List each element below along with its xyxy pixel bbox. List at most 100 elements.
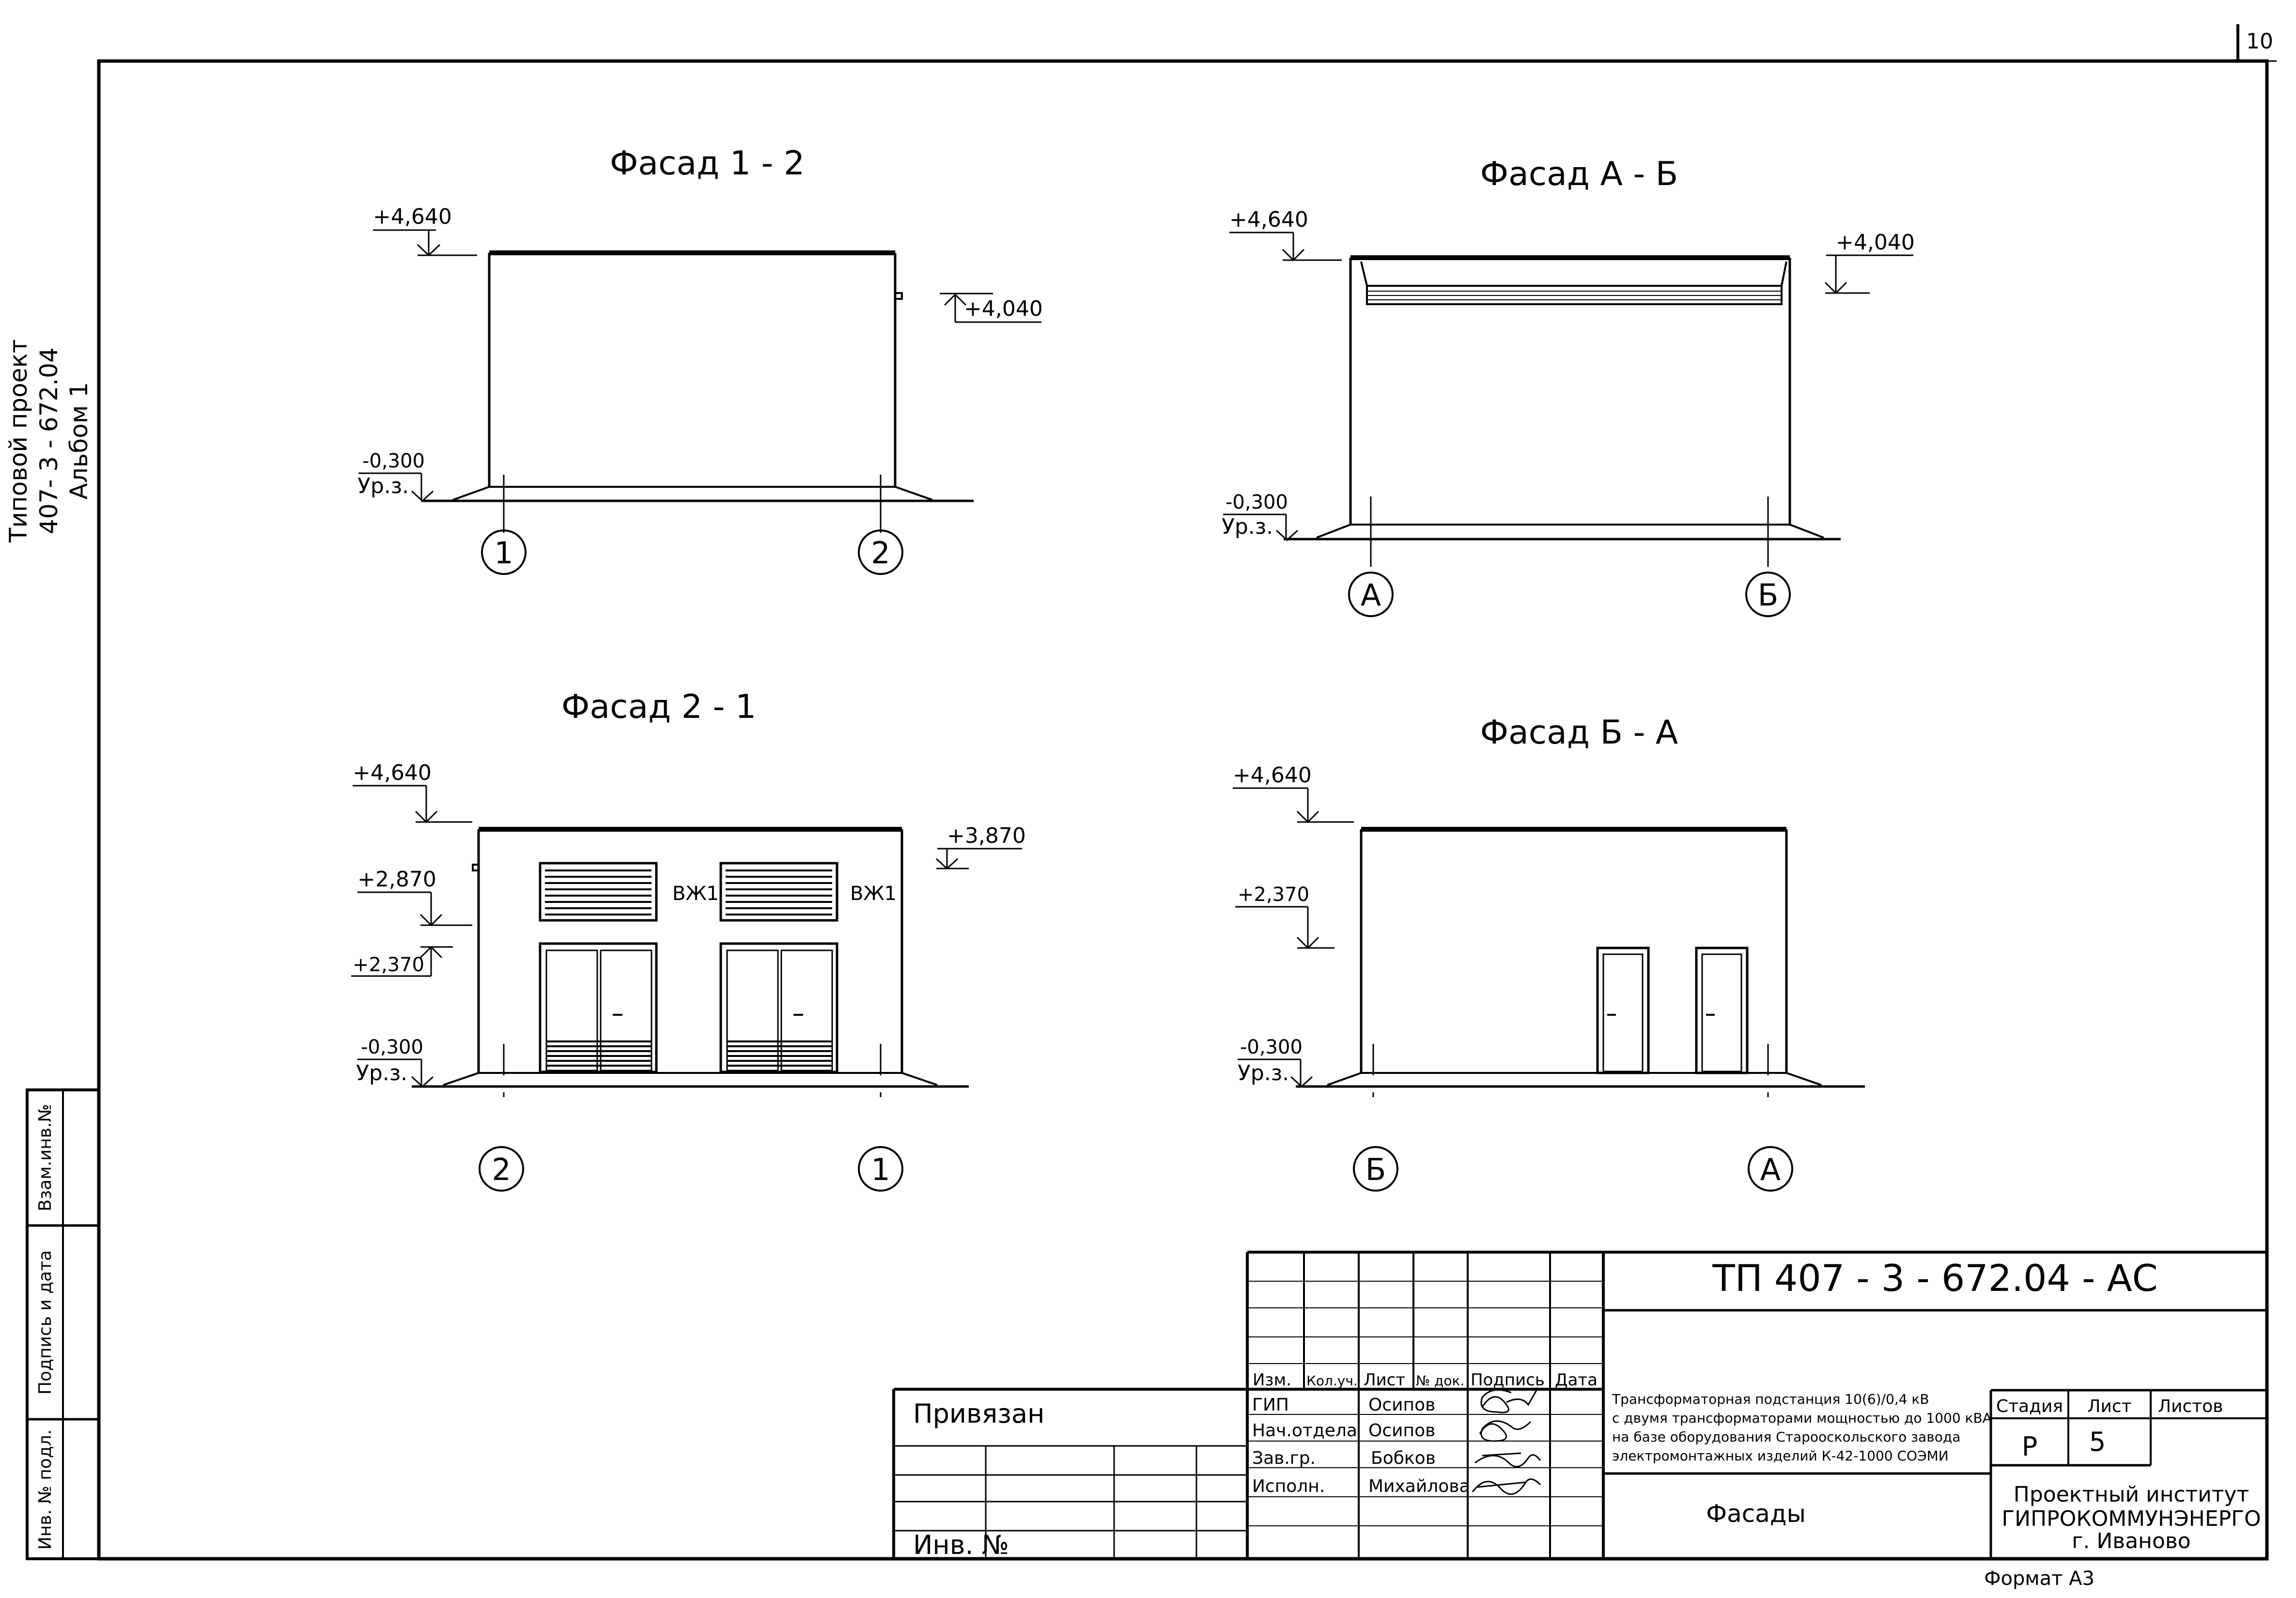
level-mark-2370: +2,370 bbox=[1235, 884, 1334, 949]
description-line: Трансформаторная подстанция 10(6)/0,4 кВ bbox=[1612, 1391, 1929, 1407]
facade-title: Фасад А - Б bbox=[1480, 155, 1678, 193]
axis-marker-2: 2 bbox=[479, 1146, 524, 1192]
louvre-grille-right bbox=[719, 862, 838, 922]
description-line: электромонтажных изделий К-42-1000 СОЭМИ bbox=[1612, 1448, 1949, 1464]
svg-text:+3,870: +3,870 bbox=[947, 823, 1026, 848]
svg-text:-0,300: -0,300 bbox=[1226, 491, 1288, 513]
col-header: Изм. bbox=[1253, 1370, 1291, 1390]
level-mark-4040: +4,040 bbox=[1824, 230, 1915, 295]
institute-line: г. Иваново bbox=[2072, 1529, 2190, 1553]
side-title-line-2: 407- 3 - 672.04 bbox=[35, 347, 63, 534]
svg-text:+4,640: +4,640 bbox=[1233, 763, 1312, 788]
name-gip: Осипов bbox=[1368, 1395, 1435, 1415]
axis-marker-1: 1 bbox=[858, 1146, 903, 1192]
svg-text:+4,640: +4,640 bbox=[353, 760, 432, 785]
building-outline bbox=[1284, 255, 1841, 567]
svg-text:+4,040: +4,040 bbox=[964, 296, 1043, 321]
building-outline bbox=[421, 250, 974, 533]
double-gate-left bbox=[539, 942, 658, 1073]
axis-marker-2: 2 bbox=[858, 529, 903, 575]
svg-text:+2,870: +2,870 bbox=[357, 867, 436, 892]
louvre-grille-left bbox=[539, 862, 658, 922]
canopy-vent bbox=[1360, 261, 1787, 305]
door-left bbox=[1596, 946, 1650, 1074]
description-line: с двумя трансформаторами мощностью до 10… bbox=[1612, 1410, 1992, 1426]
facade-2-1: Фасад 2 - 1 ВЖ1 bbox=[351, 688, 1026, 1192]
level-mark-ground: -0,300 Ур.з. bbox=[356, 1036, 434, 1088]
svg-text:Б: Б bbox=[1365, 1152, 1386, 1187]
svg-text:-0,300: -0,300 bbox=[361, 1036, 423, 1058]
list-value: 5 bbox=[2089, 1427, 2106, 1457]
inv-no-label: Инв. № bbox=[913, 1530, 1009, 1560]
signature-scribbles bbox=[1472, 1387, 1541, 1495]
svg-text:+4,640: +4,640 bbox=[1229, 207, 1308, 232]
level-mark-ground: -0,300 Ур.з. bbox=[357, 450, 434, 502]
role-ispoln: Исполн. bbox=[1252, 1476, 1325, 1496]
svg-text:+4,640: +4,640 bbox=[373, 204, 452, 229]
name-nach-otdela: Осипов bbox=[1368, 1421, 1435, 1441]
axis-marker-a: А bbox=[1348, 572, 1394, 617]
level-mark-ground: -0,300 Ур.з. bbox=[1222, 491, 1299, 542]
svg-text:А: А bbox=[1760, 1152, 1781, 1187]
stamp-podpis-data: Подпись и дата bbox=[35, 1250, 55, 1395]
door-right bbox=[1695, 946, 1749, 1074]
stamp-inv-podl: Инв. № подл. bbox=[35, 1429, 55, 1550]
level-mark-2370: +2,370 bbox=[351, 946, 453, 977]
name-ispoln: Михайлова bbox=[1368, 1476, 1470, 1496]
building-outline bbox=[1296, 827, 1865, 1097]
svg-text:1: 1 bbox=[871, 1152, 890, 1187]
role-zav-gr: Зав.гр. bbox=[1252, 1448, 1316, 1468]
page-number: 10 bbox=[2246, 29, 2273, 54]
grille-label: ВЖ1 bbox=[850, 883, 897, 905]
level-mark-2870: +2,870 bbox=[357, 867, 472, 927]
institute-line: Проектный институт bbox=[2014, 1482, 2249, 1507]
svg-text:Б: Б bbox=[1758, 577, 1779, 613]
level-mark-top: +4,640 bbox=[353, 760, 472, 823]
svg-text:Ур.з.: Ур.з. bbox=[357, 474, 409, 498]
svg-text:-0,300: -0,300 bbox=[1240, 1036, 1303, 1058]
facade-title: Фасад Б - А bbox=[1480, 714, 1678, 752]
level-mark-top: +4,640 bbox=[373, 204, 477, 257]
stage-header: Стадия bbox=[1996, 1396, 2063, 1416]
svg-text:+2,370: +2,370 bbox=[353, 954, 424, 976]
svg-text:Ур.з.: Ур.з. bbox=[356, 1061, 407, 1086]
facade-title: Фасад 1 - 2 bbox=[610, 144, 805, 183]
svg-text:А: А bbox=[1361, 577, 1381, 613]
col-header: № док. bbox=[1416, 1373, 1464, 1389]
level-mark-3870: +3,870 bbox=[935, 823, 1026, 870]
privyazan-label: Привязан bbox=[913, 1398, 1044, 1429]
col-header: Дата bbox=[1555, 1370, 1598, 1390]
description-line: на базе оборудования Старооскольского за… bbox=[1612, 1429, 1960, 1445]
double-gate-right bbox=[719, 942, 838, 1073]
sheet-title: Фасады bbox=[1706, 1500, 1806, 1528]
lists-header: Листов bbox=[2158, 1396, 2223, 1416]
grille-label: ВЖ1 bbox=[672, 883, 719, 905]
stage-value: Р bbox=[2022, 1431, 2038, 1462]
list-header: Лист bbox=[2087, 1396, 2131, 1416]
axis-marker-b: Б bbox=[1353, 1146, 1398, 1192]
svg-text:2: 2 bbox=[871, 535, 890, 571]
col-header: Лист bbox=[1364, 1370, 1405, 1390]
facade-title: Фасад 2 - 1 bbox=[561, 688, 756, 726]
format-label: Формат А3 bbox=[1984, 1567, 2094, 1590]
facade-b-a: Фасад Б - А +4,640 bbox=[1233, 714, 1865, 1192]
col-header: Подпись bbox=[1471, 1370, 1545, 1390]
svg-text:-0,300: -0,300 bbox=[362, 450, 425, 472]
svg-text:2: 2 bbox=[492, 1152, 511, 1187]
doc-code: ТП 407 - 3 - 672.04 - АС bbox=[1712, 1257, 2157, 1300]
institute-line: ГИПРОКОММУНЭНЕРГО bbox=[2001, 1506, 2261, 1531]
level-mark-4040: +4,040 bbox=[940, 293, 1043, 323]
side-title-line-1: Типовой проект bbox=[4, 339, 32, 543]
axis-marker-b: Б bbox=[1745, 572, 1791, 617]
left-stamp: Взам.инв.№ Подпись и дата Инв. № подл. bbox=[26, 1088, 100, 1560]
facade-a-b: Фасад А - Б +4,640 +4,040 bbox=[1222, 155, 1915, 617]
name-zav-gr: Бобков bbox=[1371, 1448, 1436, 1468]
stamp-vzam-inv: Взам.инв.№ bbox=[35, 1104, 55, 1211]
svg-text:+2,370: +2,370 bbox=[1238, 884, 1309, 906]
side-title: Типовой проект 407- 3 - 672.04 Альбом 1 bbox=[4, 339, 93, 543]
svg-text:Ур.з.: Ур.з. bbox=[1238, 1061, 1289, 1086]
sheet-frame: 10 bbox=[97, 24, 2277, 1561]
level-mark-top: +4,640 bbox=[1233, 763, 1354, 823]
svg-text:Ур.з.: Ур.з. bbox=[1222, 514, 1273, 539]
